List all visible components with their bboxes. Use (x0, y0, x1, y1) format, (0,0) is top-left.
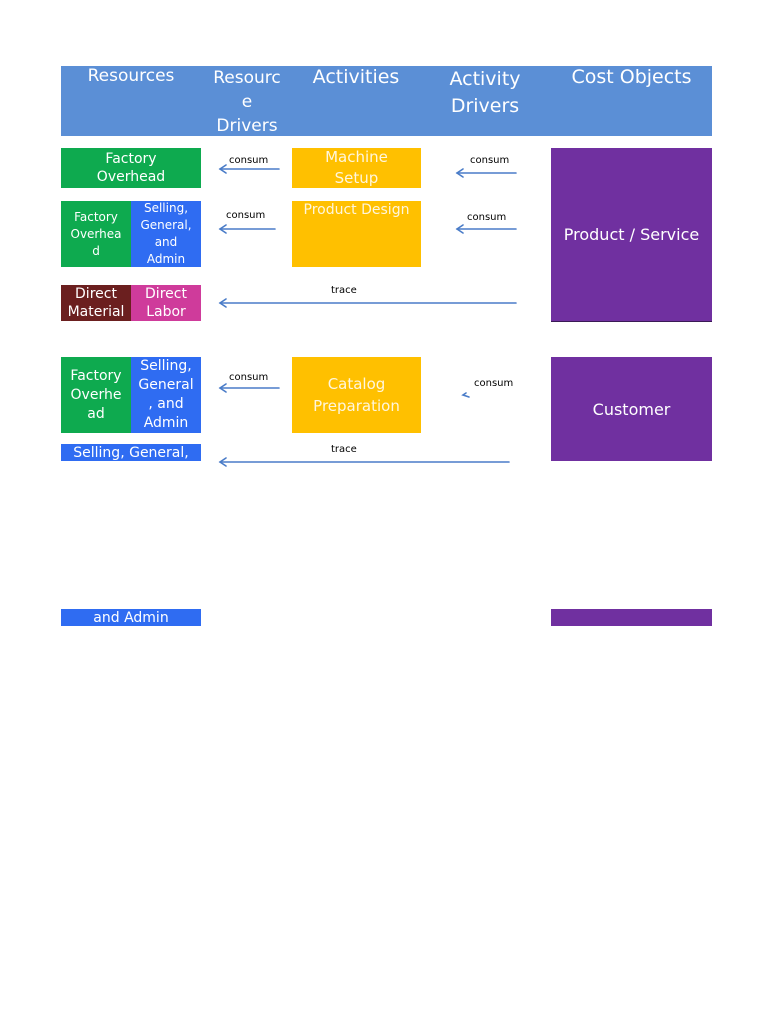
resource-sga-4: Selling, General , and Admin (131, 357, 201, 433)
resource-factory-overhead-4: Factory Overhe ad (61, 357, 131, 433)
arrow-activity-driver-2 (455, 224, 517, 234)
header-activities: Activities (312, 66, 400, 88)
resource-direct-labor: Direct Labor (131, 285, 201, 321)
resource-sga-5: Selling, General, (61, 444, 201, 461)
arrow-trace-2 (218, 457, 510, 467)
cost-object-continuation (551, 609, 712, 626)
trace-label-2: trace (331, 444, 357, 455)
resource-driver-label-2: consum (226, 210, 266, 221)
arrow-activity-driver-1 (455, 168, 517, 178)
resource-driver-label-4: consum (229, 372, 269, 383)
header-band: Resources Resourc e Drivers Activities A… (61, 66, 712, 136)
resource-factory-overhead-1: Factory Overhead (61, 148, 201, 188)
arrow-resource-driver-2 (218, 224, 276, 234)
resource-sga-6: and Admin (61, 609, 201, 626)
activity-product-design: Product Design (292, 201, 421, 267)
trace-label-1: trace (331, 285, 357, 296)
activity-machine-setup: Machine Setup (292, 148, 421, 188)
header-resource-drivers: Resourc e Drivers (213, 68, 281, 136)
activity-driver-label-4: consum (474, 378, 514, 389)
resource-driver-label-1: consum (229, 155, 269, 166)
arrow-resource-driver-1 (218, 164, 280, 174)
activity-catalog-preparation: Catalog Preparation (292, 357, 421, 433)
arrow-resource-driver-4 (218, 383, 280, 393)
activity-driver-label-2: consum (467, 212, 507, 223)
resource-factory-overhead-2: Factory Overhea d (61, 201, 131, 267)
resource-direct-material: Direct Material (61, 285, 131, 321)
header-cost-objects: Cost Objects (571, 66, 692, 88)
cost-object-customer: Customer (551, 357, 712, 461)
activity-driver-label-1: consum (470, 155, 510, 166)
cost-object-product-service: Product / Service (551, 148, 712, 322)
arrow-trace-1 (218, 298, 517, 308)
header-resources: Resources (87, 66, 175, 86)
resource-sga-2: Selling, General, and Admin (131, 201, 201, 267)
header-activity-drivers: Activity Drivers (449, 68, 521, 117)
arrow-activity-driver-4 (461, 392, 470, 398)
